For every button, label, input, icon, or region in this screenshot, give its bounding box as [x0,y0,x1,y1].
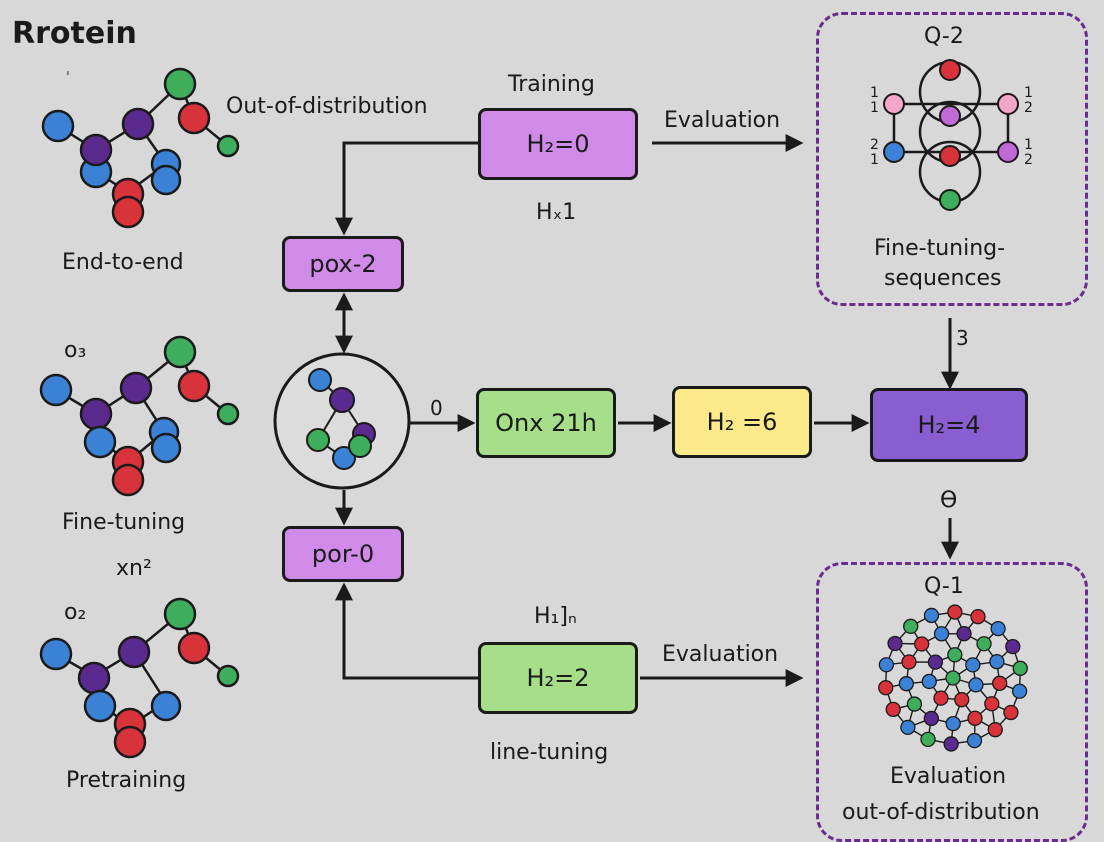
molecule-end-to-end [43,69,238,227]
label-pretraining: Pretraining [66,768,186,793]
q2-right-mark-4: 2 [1024,153,1033,168]
label-hx1: Hₓ1 [536,200,576,225]
protein-circle [275,354,409,488]
label-line-tuning: line-tuning [490,740,608,765]
arrow-training-to-pox2 [344,143,478,232]
label-zero: 0 [430,396,443,420]
label-o2: o₂ [64,600,86,625]
label-arrow-3: 3 [956,326,969,350]
box-h2-2: H₂=2 [478,642,638,714]
label-training: Training [508,72,595,97]
label-o3: o₃ [64,338,86,363]
q2-left-mark-4: 1 [870,153,879,168]
label-evaluation-top: Evaluation [664,108,780,133]
q2-left-mark-1: 1 [870,86,879,101]
box-h2-0: H₂=0 [478,108,638,180]
label-out-of-distribution: Out-of-distribution [226,94,428,119]
q2-right-mark-1: 1 [1024,86,1033,101]
arrow-bottom-to-por0 [344,586,478,678]
box-pox-2: pox-2 [282,236,404,292]
q2-left-mark-2: 1 [870,101,879,116]
diagram-title: Rrotein [12,16,137,51]
label-end-to-end: End-to-end [62,250,184,275]
label-evaluation-bottom: Evaluation [662,642,778,667]
q2-right-mark-2: 2 [1024,101,1033,116]
q2-title: Q-2 [924,24,964,49]
q1-caption-line2: out-of-distribution [842,800,1040,825]
box-por-0: por-0 [282,526,404,582]
label-h1n: H₁]ₙ [534,604,577,629]
q2-left-mark-3: 2 [870,138,879,153]
box-onx-21h: Onx 21h [476,388,616,458]
q2-right-mark-3: 1 [1024,138,1033,153]
symbol-theta: ϴ [940,488,957,513]
q1-title: Q-1 [924,574,964,599]
label-fine-tuning: Fine-tuning [62,510,185,535]
q2-panel [816,12,1088,306]
box-h2-4: H₂=4 [870,388,1028,462]
q2-caption-line1: Fine-tuning- [874,236,1005,261]
tick-mark: ˈ [66,70,70,86]
q2-caption-line2: sequences [884,266,1001,291]
q1-caption-line1: Evaluation [890,764,1006,789]
label-xn2: xn² [116,556,152,581]
box-h2-6: H₂ =6 [672,386,812,458]
